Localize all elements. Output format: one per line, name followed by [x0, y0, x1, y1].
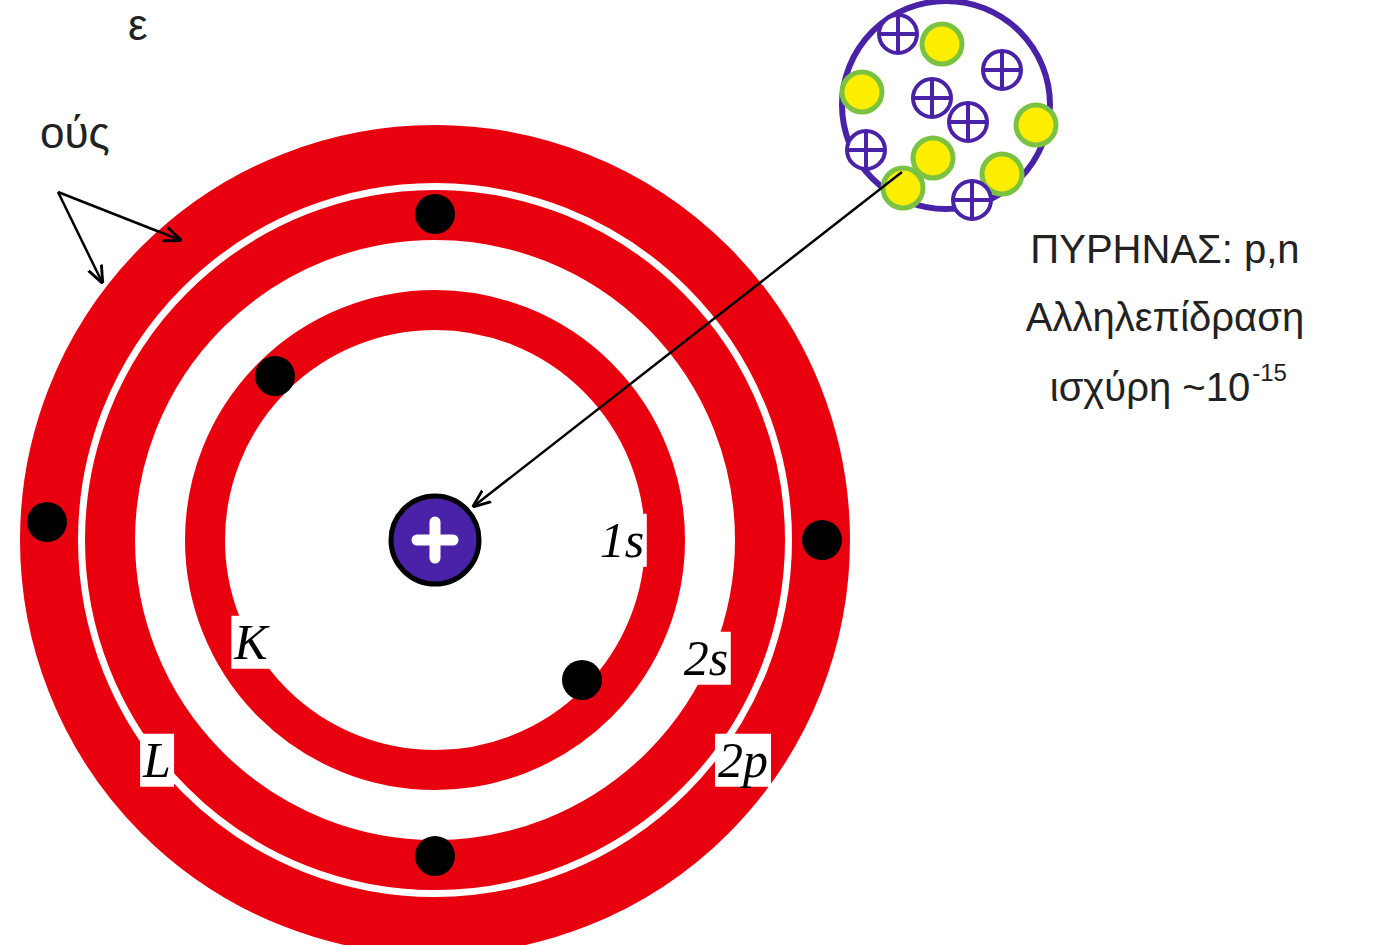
electrons — [27, 194, 842, 876]
zoom-leader — [474, 172, 902, 506]
shell-label: K — [231, 616, 270, 669]
shell-2s — [110, 215, 760, 865]
electron — [415, 836, 455, 876]
interaction-label: Αλληλεπίδραση — [1026, 296, 1304, 338]
exponent: -15 — [1252, 360, 1287, 385]
neutrons — [842, 24, 1056, 208]
subshell-label: 1s — [597, 514, 647, 567]
zoom-circle — [842, 1, 1050, 209]
shells — [49, 154, 821, 926]
protons — [847, 15, 1021, 219]
nucleus-title: ΠΥΡΗΝΑΣ: p,n — [1030, 228, 1299, 270]
partial-text: ούς — [40, 110, 110, 156]
strength-label: ισχύρη ~10 — [1050, 366, 1250, 408]
subshell-label: 2s — [681, 632, 731, 685]
nucleus-circle — [391, 496, 479, 584]
shell-2p — [49, 154, 821, 926]
plus-sign — [417, 522, 453, 558]
electron — [415, 194, 455, 234]
electron — [562, 660, 602, 700]
electron — [802, 520, 842, 560]
shell-label: L — [140, 734, 174, 787]
electron — [27, 502, 67, 542]
shell-1s — [205, 310, 665, 770]
nucleus-zoom — [842, 1, 1056, 219]
partial-text: ε — [128, 2, 148, 48]
pointer-arrow — [58, 192, 180, 240]
subshell-label: 2p — [715, 734, 771, 787]
electron — [255, 356, 295, 396]
nucleus — [391, 496, 479, 584]
